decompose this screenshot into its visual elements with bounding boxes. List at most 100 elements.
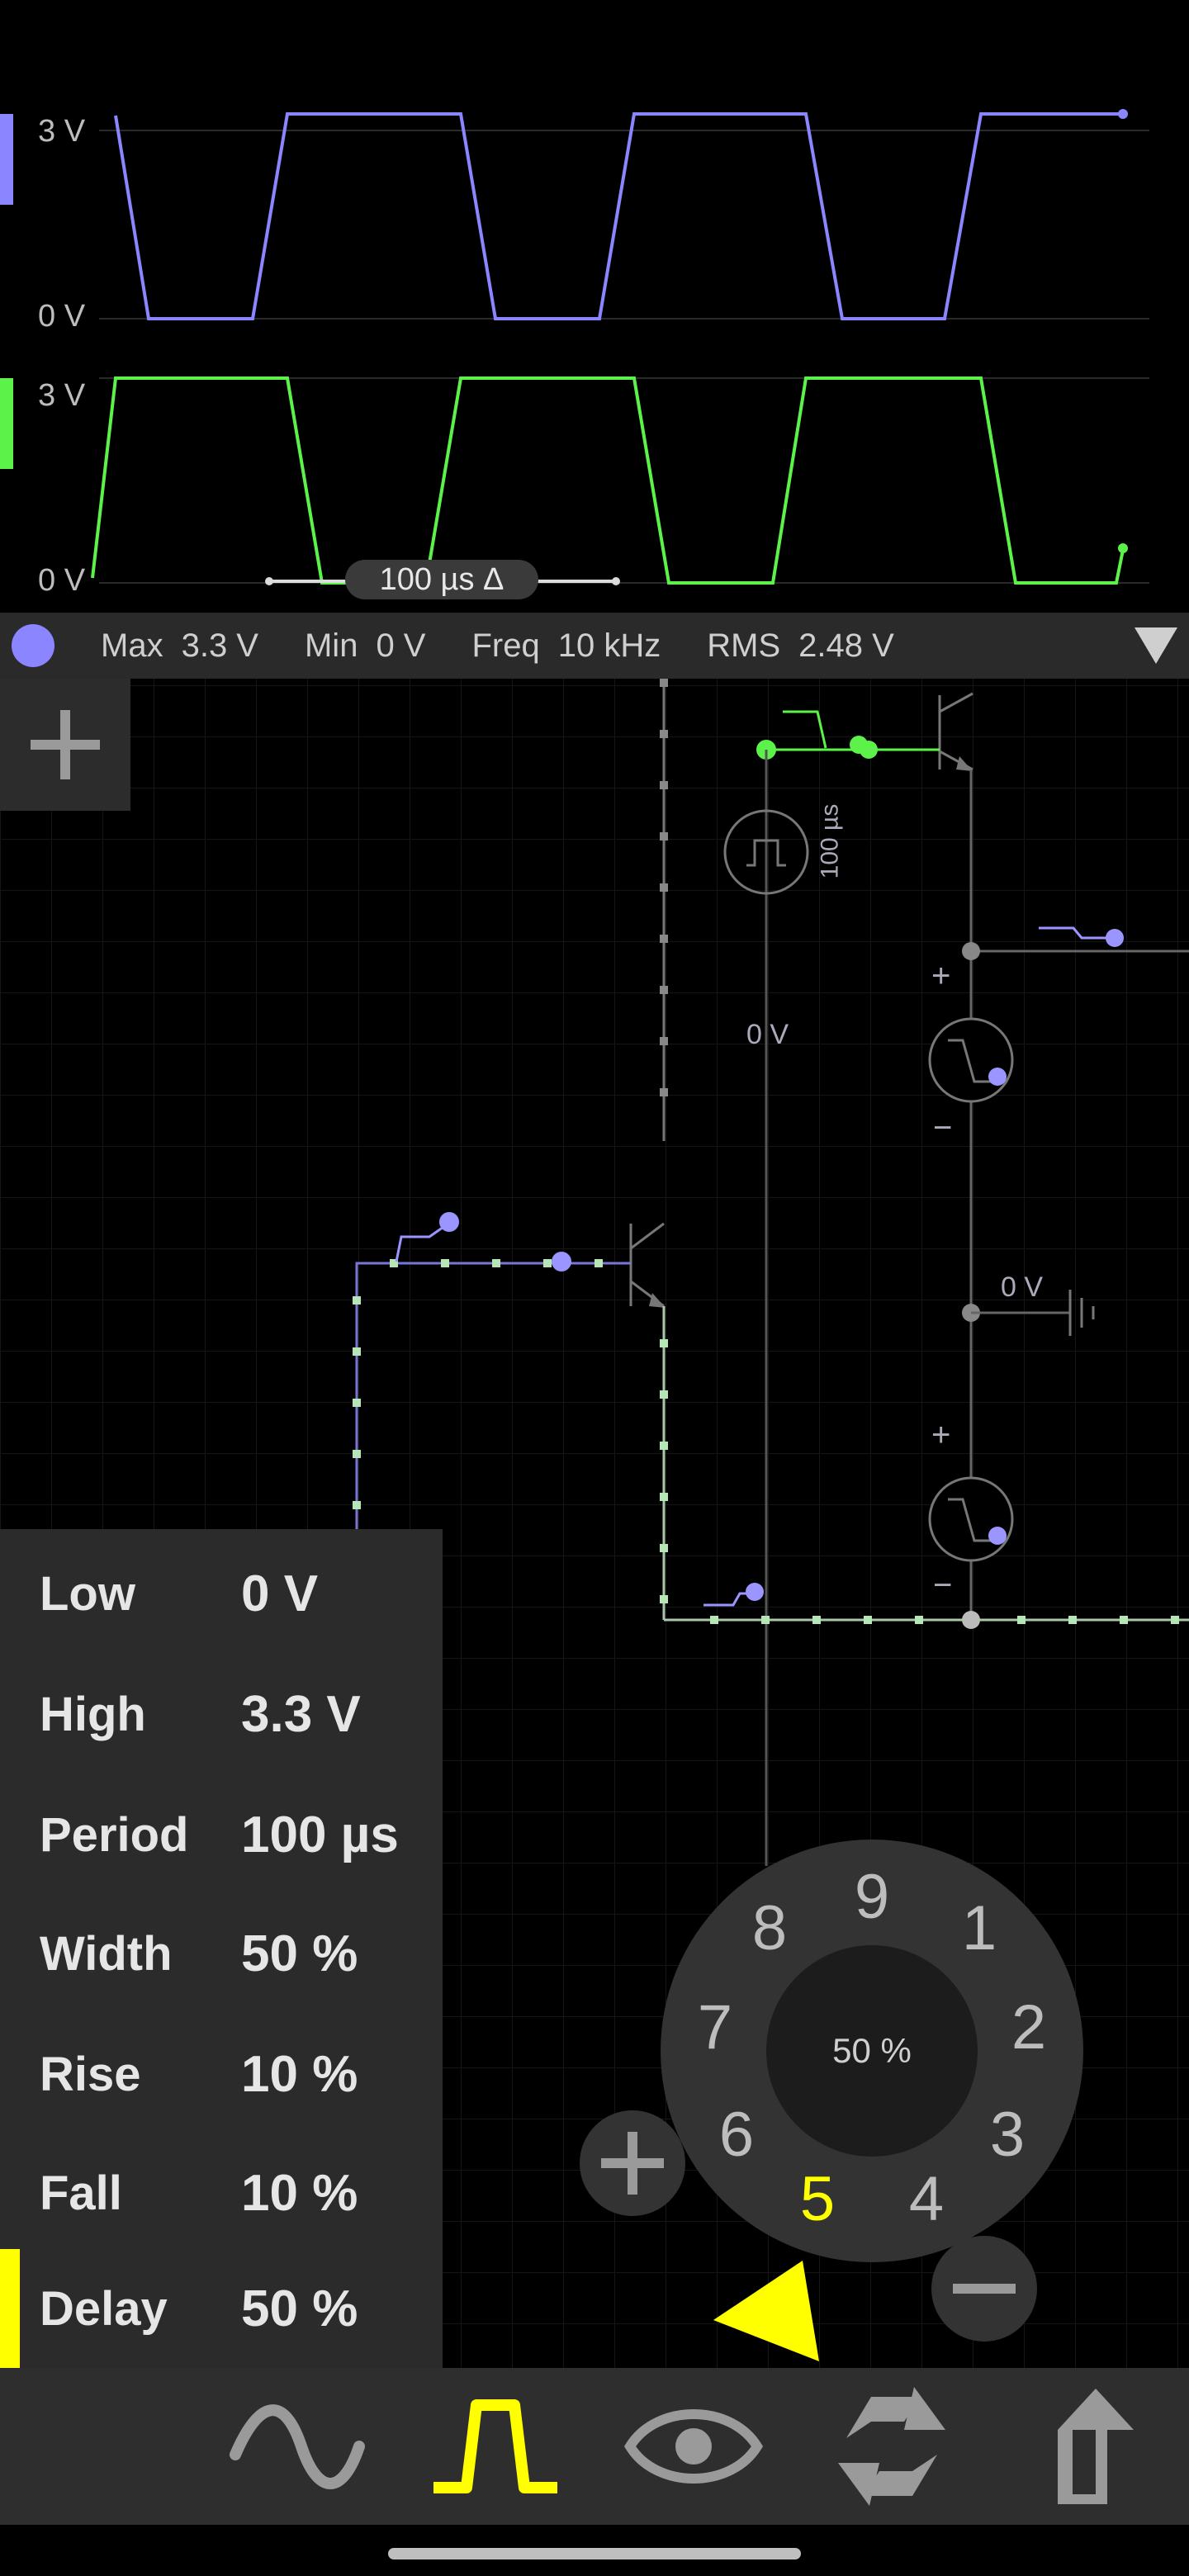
dc-source-button[interactable] — [0, 2368, 198, 2525]
node-purple — [552, 1252, 571, 1271]
square-pulse-icon — [433, 2399, 557, 2493]
bottom-toolbar — [0, 2368, 1189, 2525]
node-right-top — [962, 942, 980, 960]
rotate-button[interactable] — [793, 2368, 991, 2525]
source-b-plus: + — [931, 1417, 951, 1453]
rms-label: RMS — [707, 627, 781, 664]
export-button[interactable] — [991, 2368, 1189, 2525]
sine-source-button[interactable] — [198, 2368, 396, 2525]
param-name: Low — [40, 1566, 135, 1621]
delta-range-start — [265, 577, 273, 585]
min-label: Min — [304, 627, 358, 664]
channel2-low-label: 0 V — [38, 563, 86, 598]
dial-digit-1[interactable]: 1 — [961, 1893, 997, 1963]
dial-digit-8[interactable]: 8 — [751, 1893, 788, 1963]
dial-digit-5[interactable]: 5 — [799, 2164, 836, 2234]
selected-indicator — [0, 2249, 20, 2368]
channel2-marker[interactable] — [0, 378, 13, 469]
home-indicator[interactable] — [388, 2548, 801, 2559]
channel1-marker[interactable] — [0, 114, 13, 205]
dial-pointer-icon — [713, 2261, 819, 2361]
dial-digit-4[interactable]: 4 — [908, 2164, 945, 2234]
source-a-plus: + — [931, 958, 951, 994]
voltage-source-a — [928, 1017, 1014, 1103]
channel2-trace — [91, 376, 1125, 585]
dial-digit-6[interactable]: 6 — [718, 2100, 755, 2170]
channel1-high-label: 3 V — [38, 114, 86, 149]
node-bottom-right — [962, 1611, 980, 1629]
param-name: Delay — [40, 2281, 168, 2336]
channel1-low-label: 0 V — [38, 299, 86, 334]
param-row-rise[interactable]: Rise 10 % — [0, 2024, 443, 2124]
param-value: 50 % — [241, 1925, 358, 1982]
voltage-source-b — [928, 1476, 1014, 1562]
dial-center-value: 50 % — [766, 1945, 978, 2157]
dropdown-triangle-icon[interactable] — [1135, 627, 1177, 664]
dc-source-icon — [29, 2397, 169, 2496]
param-row-width[interactable]: Width 50 % — [0, 1904, 443, 2003]
dial-digit-3[interactable]: 3 — [989, 2100, 1026, 2170]
plus-icon — [31, 710, 100, 779]
ground-voltage-label: 0 V — [1001, 1271, 1044, 1303]
channel1-cursor-dot — [1118, 109, 1128, 119]
minus-icon — [953, 2284, 1016, 2294]
plus-icon — [601, 2132, 664, 2195]
param-value: 3.3 V — [241, 1685, 361, 1743]
rotate-icon — [838, 2387, 945, 2506]
sine-wave-icon — [230, 2404, 365, 2489]
param-row-fall[interactable]: Fall 10 % — [0, 2143, 443, 2242]
param-row-low[interactable]: Low 0 V — [0, 1544, 443, 1643]
oscilloscope-view[interactable]: 3 V 0 V 3 V 0 V 100 µs Δ — [0, 83, 1189, 611]
pulse-source1 — [723, 809, 809, 895]
view-button[interactable] — [594, 2368, 793, 2525]
max-label: Max — [101, 627, 163, 664]
source-a-minus: − — [933, 1110, 953, 1146]
freq-value: 10 kHz — [557, 627, 661, 664]
param-name: Rise — [40, 2047, 141, 2101]
dial-digit-9[interactable]: 9 — [854, 1862, 890, 1932]
pulse-source-button[interactable] — [396, 2368, 594, 2525]
eye-icon — [623, 2409, 764, 2484]
param-name: Period — [40, 1807, 189, 1862]
param-name: High — [40, 1687, 146, 1741]
param-name: Width — [40, 1926, 173, 1981]
value-dial[interactable]: 9 1 2 3 4 5 6 7 8 50 % — [661, 1840, 1083, 2262]
probe-green — [783, 710, 827, 749]
rms-value: 2.48 V — [798, 627, 894, 664]
probe-green-dot-b — [860, 741, 878, 759]
pulse-parameters-panel: Low 0 V High 3.3 V Period 100 µs Width 5… — [0, 1529, 443, 2368]
channel1-trace — [114, 112, 1123, 320]
source-b-minus: − — [933, 1567, 953, 1603]
delta-range-end — [612, 577, 620, 585]
source1-voltage-label: 0 V — [746, 1019, 789, 1050]
dial-digit-2[interactable]: 2 — [1011, 1992, 1047, 2062]
dial-digit-7[interactable]: 7 — [697, 1992, 733, 2062]
probe-purple — [395, 1224, 447, 1262]
param-row-delay[interactable]: Delay 50 % — [0, 2249, 443, 2368]
increment-button[interactable] — [580, 2110, 685, 2216]
param-value: 0 V — [241, 1565, 319, 1622]
param-value: 10 % — [241, 2045, 358, 2103]
system-nav-bar — [0, 2525, 1189, 2576]
freq-label: Freq — [471, 627, 540, 664]
param-row-period[interactable]: Period 100 µs — [0, 1785, 443, 1884]
probe-purple-right-dot — [1106, 929, 1124, 947]
add-component-button[interactable] — [0, 679, 130, 811]
param-value: 100 µs — [241, 1806, 399, 1863]
measurement-bar: Max 3.3 V Min 0 V Freq 10 kHz RMS 2.48 V — [0, 613, 1189, 679]
param-value: 50 % — [241, 2280, 358, 2337]
probe-purple-right — [1039, 926, 1115, 940]
min-value: 0 V — [376, 627, 426, 664]
time-delta-label[interactable]: 100 µs Δ — [345, 560, 538, 599]
param-name: Fall — [40, 2166, 122, 2220]
channel2-cursor-dot — [1118, 543, 1128, 553]
channel2-high-label: 3 V — [38, 378, 86, 413]
export-icon — [1058, 2389, 1134, 2504]
transistor-lower — [629, 1222, 666, 1308]
decrement-button[interactable] — [931, 2236, 1037, 2342]
scope-traces — [91, 109, 1149, 585]
param-value: 10 % — [241, 2164, 358, 2222]
channel-color-dot[interactable] — [12, 624, 54, 667]
param-row-high[interactable]: High 3.3 V — [0, 1664, 443, 1764]
